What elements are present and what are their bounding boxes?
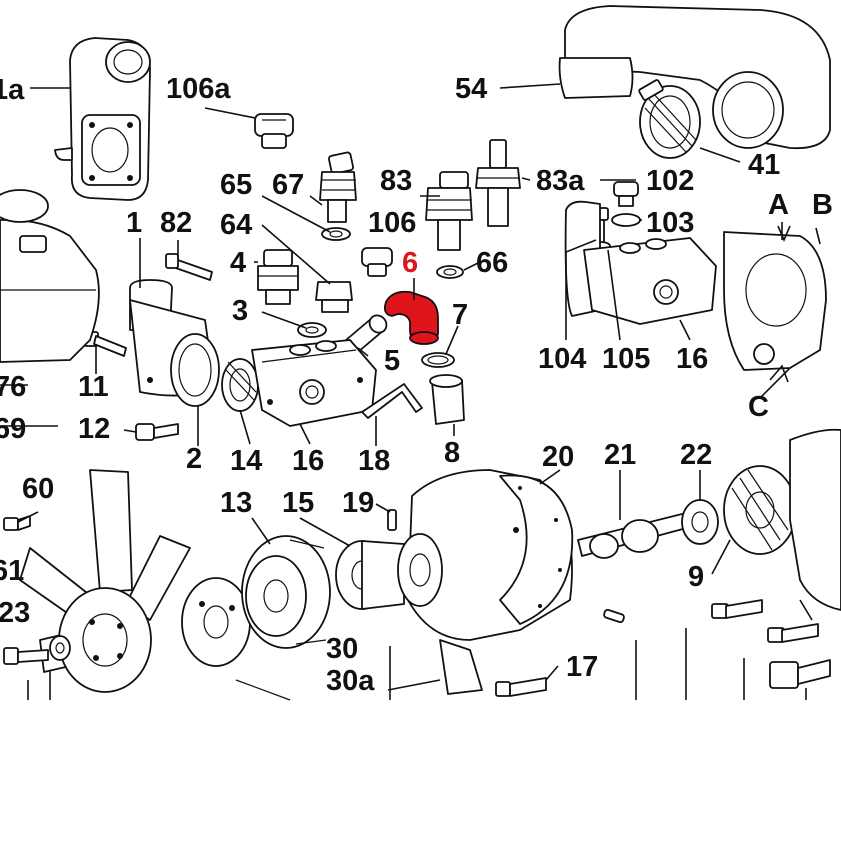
part-103-washer bbox=[611, 213, 641, 227]
label-17: 17 bbox=[566, 651, 598, 683]
part-9-impeller bbox=[723, 465, 797, 555]
part-4-fitting bbox=[257, 249, 299, 305]
part-5-nipple bbox=[345, 314, 388, 353]
label-83: 83 bbox=[380, 165, 412, 197]
label-7: 7 bbox=[452, 299, 468, 331]
label-1a: 1a bbox=[0, 74, 25, 106]
label-76: 76 bbox=[0, 371, 26, 403]
part-21-shaft bbox=[577, 511, 695, 559]
label-18: 18 bbox=[358, 445, 390, 477]
part-23-bolt bbox=[3, 647, 49, 665]
label-30: 30 bbox=[326, 633, 358, 665]
part-20-gasket bbox=[499, 474, 574, 625]
part-nut-lower-right bbox=[769, 659, 831, 689]
label-15: 15 bbox=[282, 487, 314, 519]
label-6-highlighted: 6 bbox=[402, 247, 418, 279]
part-14-thermostat bbox=[221, 358, 259, 412]
label-1: 1 bbox=[126, 207, 142, 239]
label-22: 22 bbox=[680, 439, 712, 471]
label-106: 106 bbox=[368, 207, 416, 239]
part-3-washer bbox=[297, 322, 327, 338]
label-103: 103 bbox=[646, 207, 694, 239]
part-13-pulley bbox=[241, 535, 331, 649]
label-9: 9 bbox=[688, 561, 704, 593]
label-8: 8 bbox=[444, 437, 460, 469]
label-69: 69 bbox=[0, 413, 26, 445]
part-1a-housing bbox=[54, 37, 151, 201]
label-20: 20 bbox=[542, 441, 574, 473]
label-54: 54 bbox=[455, 73, 487, 105]
part-82-bolt bbox=[165, 253, 213, 281]
label-61: 61 bbox=[0, 555, 24, 587]
part-pin-small bbox=[603, 608, 625, 624]
part-7-clip bbox=[421, 352, 455, 368]
label-5: 5 bbox=[384, 345, 400, 377]
label-12: 12 bbox=[78, 413, 110, 445]
label-21: 21 bbox=[604, 439, 636, 471]
label-106a: 106a bbox=[166, 73, 231, 105]
label-64: 64 bbox=[220, 209, 252, 241]
label-67: 67 bbox=[272, 169, 304, 201]
label-13: 13 bbox=[220, 487, 252, 519]
part-manifold-right bbox=[723, 231, 827, 371]
part-2-gasket bbox=[170, 333, 220, 407]
part-17-bolt bbox=[495, 677, 547, 697]
label-65: 65 bbox=[220, 169, 252, 201]
label-2: 2 bbox=[186, 443, 202, 475]
label-14: 14 bbox=[230, 445, 262, 477]
part-106a-cap bbox=[254, 113, 294, 149]
label-A: A bbox=[768, 189, 789, 221]
part-reservoir bbox=[0, 189, 100, 363]
part-19-pin bbox=[387, 509, 397, 531]
part-8-hose bbox=[429, 374, 465, 425]
label-23: 23 bbox=[0, 597, 30, 629]
part-labels: 1a 106a 54 41 65 67 83 83a 102 103 A B 1… bbox=[0, 73, 833, 697]
part-64-nut bbox=[315, 281, 353, 313]
label-83a: 83a bbox=[536, 165, 585, 197]
label-C: C bbox=[748, 391, 769, 423]
part-83-sensor bbox=[425, 171, 473, 251]
label-102: 102 bbox=[646, 165, 694, 197]
label-41: 41 bbox=[748, 149, 780, 181]
part-54-pipe bbox=[558, 5, 831, 150]
label-19: 19 bbox=[342, 487, 374, 519]
label-16-right: 16 bbox=[676, 343, 708, 375]
label-3: 3 bbox=[232, 295, 248, 327]
part-67-sensor bbox=[319, 151, 357, 223]
part-12-bolt bbox=[135, 423, 179, 441]
part-bolt-lower-right-2 bbox=[767, 623, 819, 643]
part-nut-left bbox=[49, 635, 71, 661]
part-18-rod bbox=[361, 383, 423, 419]
label-30a: 30a bbox=[326, 665, 375, 697]
label-60: 60 bbox=[22, 473, 54, 505]
part-6-elbow-hose bbox=[383, 290, 439, 345]
part-106-cap bbox=[361, 247, 393, 277]
leader-lines bbox=[0, 83, 813, 700]
part-15-flange bbox=[335, 540, 405, 610]
label-66: 66 bbox=[476, 247, 508, 279]
part-bolt-lower-right-1 bbox=[711, 599, 763, 619]
part-housing-far-right bbox=[789, 428, 841, 611]
label-B: B bbox=[812, 189, 833, 221]
label-11: 11 bbox=[78, 371, 109, 403]
part-hub bbox=[181, 577, 291, 701]
part-83a-sensor bbox=[475, 139, 521, 227]
direction-arrows bbox=[769, 225, 821, 383]
part-22-seal bbox=[681, 499, 719, 545]
label-4: 4 bbox=[230, 247, 246, 279]
label-16: 16 bbox=[292, 445, 324, 477]
label-104: 104 bbox=[538, 343, 586, 375]
part-102-cap bbox=[613, 181, 639, 207]
part-16-housing bbox=[251, 339, 377, 427]
part-41-clamp bbox=[638, 79, 701, 159]
label-82: 82 bbox=[160, 207, 192, 239]
part-16-right-housing bbox=[564, 200, 717, 325]
part-66-washer bbox=[436, 265, 464, 279]
label-105: 105 bbox=[602, 343, 650, 375]
